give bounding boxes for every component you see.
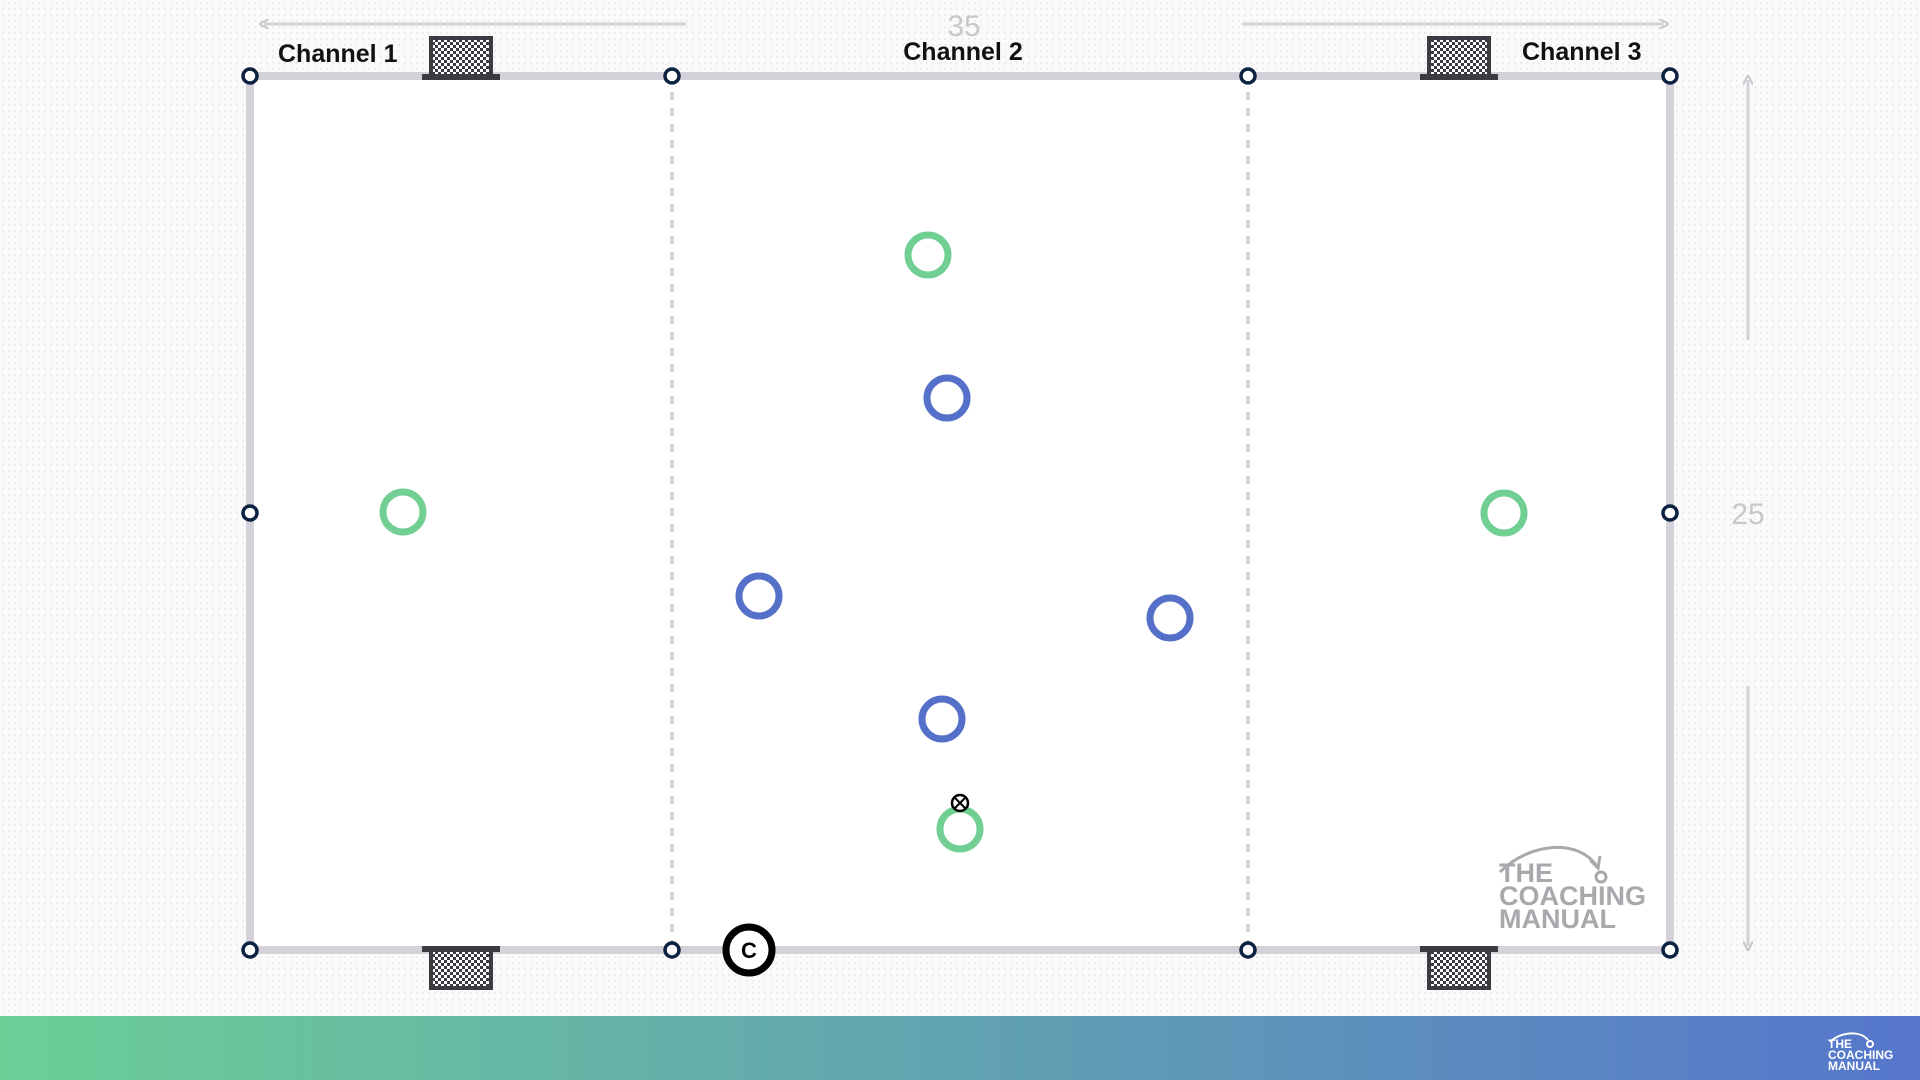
blue-player-icon — [918, 695, 966, 743]
cone-marker-icon — [241, 67, 259, 85]
blue-player-icon — [1146, 594, 1194, 642]
blue-player-icon — [735, 572, 783, 620]
pitch-surface — [250, 76, 1670, 950]
blue-player-icon — [923, 374, 971, 422]
footer-logo: THE COACHING MANUAL — [1828, 1032, 1893, 1073]
cone-marker-icon — [1661, 67, 1679, 85]
green-player-icon — [379, 488, 427, 536]
goal-icon — [1420, 946, 1498, 990]
goal-icon — [422, 36, 500, 80]
length-dimension-label: 25 — [1731, 498, 1764, 531]
ball-icon — [950, 793, 970, 813]
watermark-line-2: COACHING — [1499, 881, 1646, 911]
cone-marker-icon — [241, 941, 259, 959]
channel-1-label: Channel 1 — [278, 40, 398, 68]
cone-marker-icon — [663, 941, 681, 959]
cone-marker-icon — [663, 67, 681, 85]
coach-icon: C — [722, 923, 776, 977]
goal-icon — [1420, 36, 1498, 80]
watermark-logo: THE COACHING MANUAL — [1498, 846, 1646, 934]
width-dimension-label: 35 — [947, 10, 980, 43]
channel-3-label: Channel 3 — [1522, 38, 1641, 66]
cone-marker-icon — [241, 504, 259, 522]
cone-marker-icon — [1661, 504, 1679, 522]
cone-marker-icon — [1661, 941, 1679, 959]
footer-logo-line-2: COACHING — [1828, 1048, 1893, 1062]
coach-letter: C — [741, 938, 757, 963]
footer-bar — [0, 1016, 1920, 1080]
green-player-icon — [904, 231, 952, 279]
cone-marker-icon — [1239, 67, 1257, 85]
footer-logo-line-3: MANUAL — [1828, 1059, 1880, 1073]
logo-ball — [1594, 870, 1608, 884]
goal-icon — [422, 946, 500, 990]
watermark-line-3: MANUAL — [1499, 904, 1616, 934]
green-player-icon — [1480, 489, 1528, 537]
cone-marker-icon — [1239, 941, 1257, 959]
footer-logo-line-1: THE — [1828, 1037, 1852, 1051]
channel-2-label: Channel 2 — [903, 38, 1022, 66]
watermark-line-1: THE — [1499, 858, 1553, 888]
